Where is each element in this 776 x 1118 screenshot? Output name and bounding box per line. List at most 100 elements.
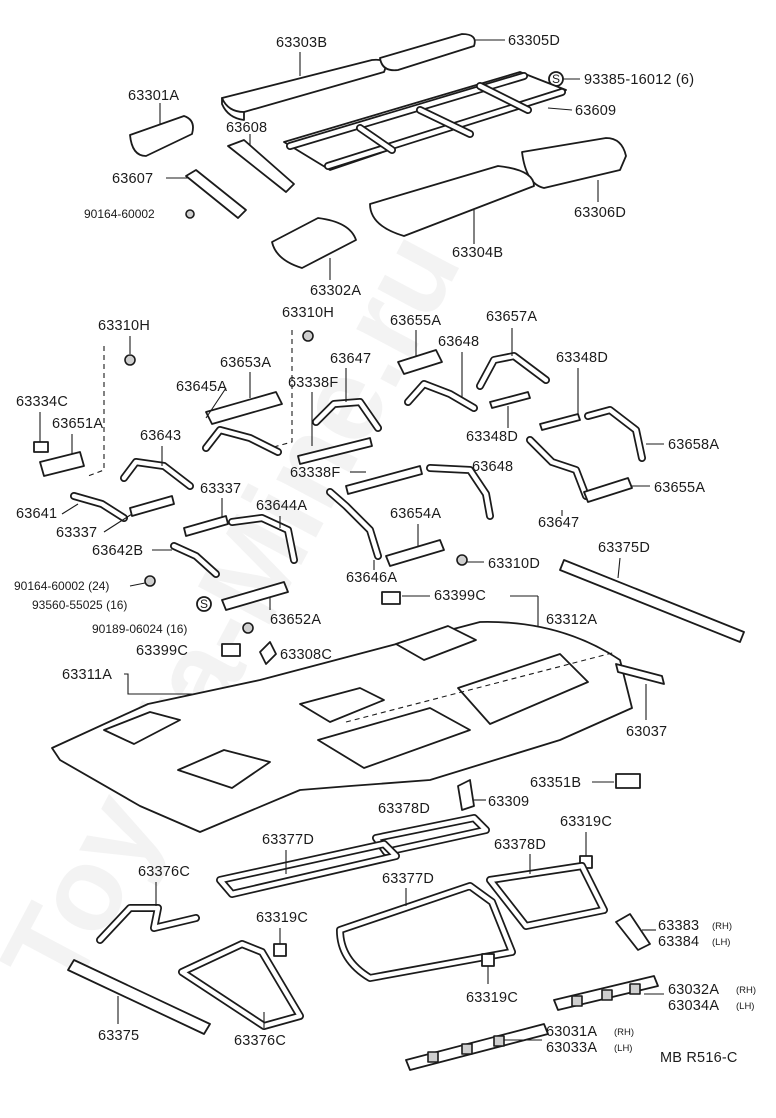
callout-63645A: 63645A (176, 379, 227, 395)
callout-63647-top: 63647 (330, 351, 371, 367)
callout-63301A: 63301A (128, 88, 179, 104)
part-63306D (521, 137, 627, 189)
callout-90164-60002: 90164-60002 (84, 207, 155, 221)
callout-63644A: 63644A (256, 498, 307, 514)
part-63037 (615, 663, 665, 685)
clip-icon (456, 554, 468, 566)
suffix-rh-63383: (RH) (712, 921, 732, 932)
part-63303B (221, 58, 387, 121)
part-63305D (379, 33, 476, 72)
callout-63378D-top: 63378D (378, 801, 430, 817)
callout-63308C: 63308C (280, 647, 332, 663)
callout-63303B: 63303B (276, 35, 327, 51)
part-63648-mid (426, 464, 494, 520)
callout-63319C-bottom: 63319C (466, 990, 518, 1006)
part-63337-left (129, 495, 175, 517)
callout-63351B: 63351B (530, 775, 581, 791)
part-63302A (271, 217, 357, 269)
suffix-lh-63033A: (LH) (614, 1043, 632, 1054)
part-63648-top (404, 380, 478, 412)
part-63319C-bottom (481, 953, 495, 967)
callout-63338F-mid: 63338F (290, 465, 340, 481)
callout-63338F-top: 63338F (288, 375, 338, 391)
part-63647-right (526, 436, 590, 500)
part-63319C-mid (273, 943, 287, 957)
part-63644A (228, 514, 298, 564)
clip-icon (242, 622, 254, 634)
callout-63348D-mid: 63348D (466, 429, 518, 445)
part-63607 (185, 169, 247, 219)
callout-63037: 63037 (626, 724, 667, 740)
callout-63642B: 63642B (92, 543, 143, 559)
clip-icon (144, 575, 156, 587)
callout-93385-16012: 93385-16012 (6) (584, 72, 694, 88)
callout-63646A: 63646A (346, 570, 397, 586)
callout-63399C-mid: 63399C (136, 643, 188, 659)
part-63654A (385, 539, 445, 567)
part-63642B (170, 542, 220, 578)
part-63657A (476, 352, 550, 390)
part-63646A (326, 488, 382, 560)
part-63309 (457, 779, 475, 811)
part-63377D-top (216, 840, 400, 898)
part-63375 (67, 959, 211, 1035)
callout-63609: 63609 (575, 103, 616, 119)
part-63376C-bottom (178, 940, 304, 1030)
part-63399C-mid (221, 643, 241, 657)
callout-63319C-mid: 63319C (256, 910, 308, 926)
callout-63302A: 63302A (310, 283, 361, 299)
callout-63032A: 63032A (668, 982, 719, 998)
callout-63348D-top: 63348D (556, 350, 608, 366)
part-63655A-right (583, 477, 633, 503)
clip-icon (185, 209, 195, 219)
callout-63653A: 63653A (220, 355, 271, 371)
callout-63377D-mid: 63377D (382, 871, 434, 887)
callout-63384: 63384 (658, 934, 699, 950)
callout-63337-mid: 63337 (200, 481, 241, 497)
callout-63378D-right: 63378D (494, 837, 546, 853)
callout-90164-60002-24: 90164-60002 (24) (14, 579, 109, 593)
clip-icon (124, 354, 136, 366)
suffix-lh-63034A: (LH) (736, 1001, 754, 1012)
callout-63643: 63643 (140, 428, 181, 444)
callout-93560-55025: 93560-55025 (16) (32, 598, 127, 612)
callout-63648-mid: 63648 (472, 459, 513, 475)
part-63651A (39, 451, 85, 477)
callout-63034A: 63034A (668, 998, 719, 1014)
callout-63337-left: 63337 (56, 525, 97, 541)
callout-63375: 63375 (98, 1028, 139, 1044)
callout-63383: 63383 (658, 918, 699, 934)
callout-63657A: 63657A (486, 309, 537, 325)
callout-63652A: 63652A (270, 612, 321, 628)
part-63643 (120, 458, 194, 490)
part-63301A (129, 115, 194, 157)
callout-63655A-top: 63655A (390, 313, 441, 329)
part-63609-roof-frame (283, 71, 567, 171)
callout-63319C-right: 63319C (560, 814, 612, 830)
callout-63033A: 63033A (546, 1040, 597, 1056)
diagram-code: MB R516-C (660, 1050, 738, 1066)
callout-63305D: 63305D (508, 33, 560, 49)
callout-63310H-left: 63310H (98, 318, 150, 334)
callout-63607: 63607 (112, 171, 153, 187)
callout-63310H-mid: 63310H (282, 305, 334, 321)
suffix-rh-63031A: (RH) (614, 1027, 634, 1038)
callout-63658A: 63658A (668, 437, 719, 453)
part-63311A-headliner (51, 621, 633, 833)
callout-63312A: 63312A (546, 612, 597, 628)
part-63608 (227, 139, 295, 193)
screw-s-symbol: S (200, 597, 208, 611)
callout-63648-top: 63648 (438, 334, 479, 350)
part-63647-top (312, 398, 382, 432)
callout-63311A: 63311A (62, 667, 112, 683)
part-63351B (615, 773, 641, 789)
callout-63306D: 63306D (574, 205, 626, 221)
callout-63376C-bottom: 63376C (234, 1033, 286, 1049)
part-63641 (70, 492, 128, 522)
callout-63304B: 63304B (452, 245, 503, 261)
callout-63309: 63309 (488, 794, 529, 810)
part-63348D-top (539, 413, 581, 431)
part-63308C (259, 641, 277, 665)
screw-s-symbol: S (552, 72, 560, 86)
